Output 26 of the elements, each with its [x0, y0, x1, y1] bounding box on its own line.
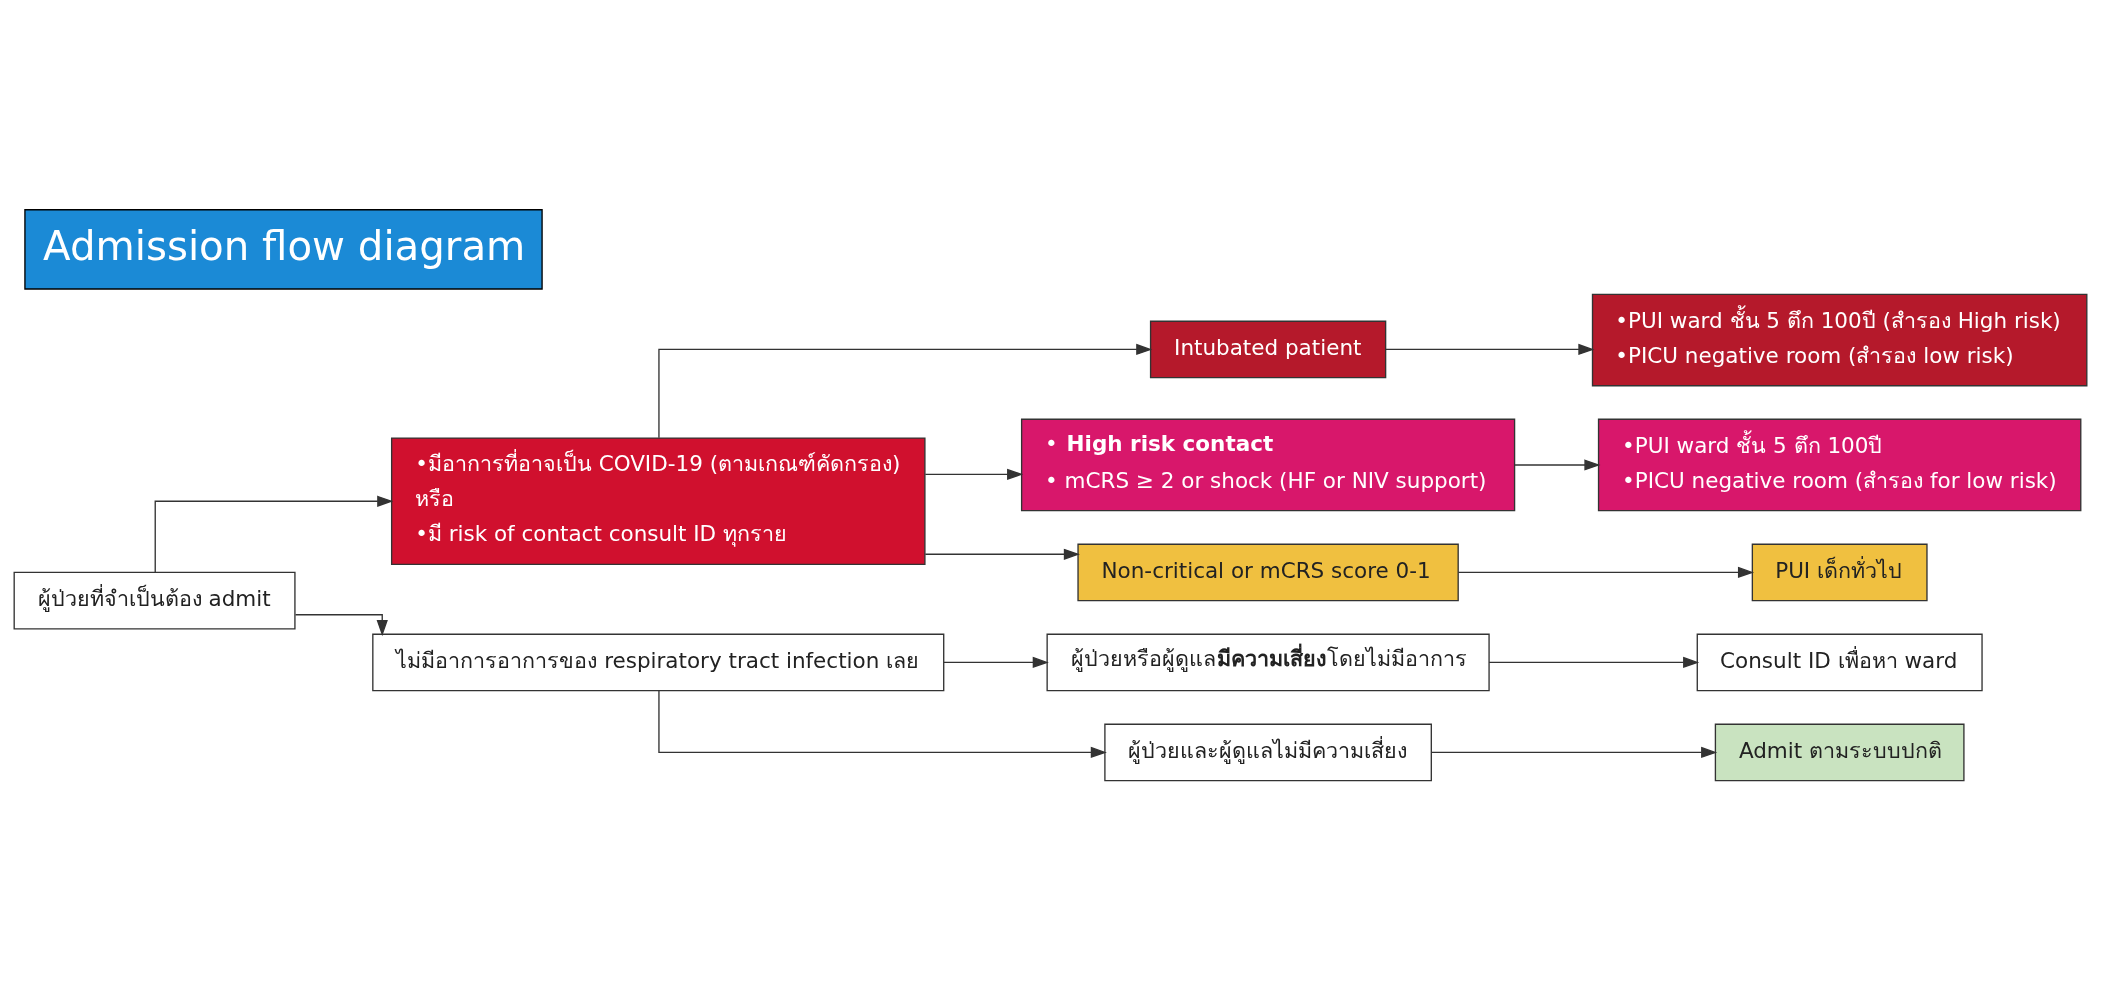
arrow — [1385, 343, 1595, 356]
node-box: Intubated patient — [1149, 320, 1387, 379]
node-box: PUI เด็กทั่วไป — [1751, 543, 1928, 602]
arrow — [1457, 566, 1755, 579]
arrow — [294, 614, 388, 637]
node-box: ผู้ป่วยหรือผู้ดูแลมีความเสี่ยงโดยไม่มีอาการ — [1046, 633, 1490, 692]
arrow — [943, 656, 1049, 669]
node-box: • High risk contact • mCRS ≥ 2 or shock (HF or NIV support) — [1020, 418, 1516, 512]
arrow — [924, 468, 1024, 480]
node-box: ผู้ป่วยและผู้ดูแลไม่มีความเสี่ยง — [1104, 723, 1432, 782]
node-box: Consult ID เพื่อหา ward — [1696, 633, 1983, 692]
arrow — [658, 343, 1153, 439]
arrow — [1430, 746, 1718, 759]
node-box: Non-critical or mCRS score 0-1 — [1077, 543, 1459, 602]
diagram-title: Admission flow diagram — [43, 223, 526, 271]
arrow — [658, 690, 1107, 759]
node-box: ไม่มีอาการอาการของ respiratory tract infection เลย — [372, 633, 945, 692]
arrow — [1514, 459, 1601, 471]
node-box: ผู้ป่วยที่จำเป็นต้อง admit — [13, 571, 296, 630]
arrow — [924, 548, 1080, 560]
node-box: Admit ตามระบบปกติ — [1714, 723, 1965, 782]
arrow — [1488, 656, 1700, 669]
node-box: •PUI ward ชั้น 5 ตึก 100ปี (สำรอง High risk) •PICU negative room (สำรอง low risk) — [1591, 293, 2088, 387]
node-box: •มีอาการที่อาจเป็น COVID-19 (ตามเกณฑ์คัดกรอง) หรือ •มี risk of contact consult ID ทุกราย — [390, 437, 926, 566]
node-box: •PUI ward ชั้น 5 ตึก 100ปี •PICU negative room (สำรอง for low risk) — [1597, 418, 2082, 512]
arrow — [154, 495, 394, 574]
